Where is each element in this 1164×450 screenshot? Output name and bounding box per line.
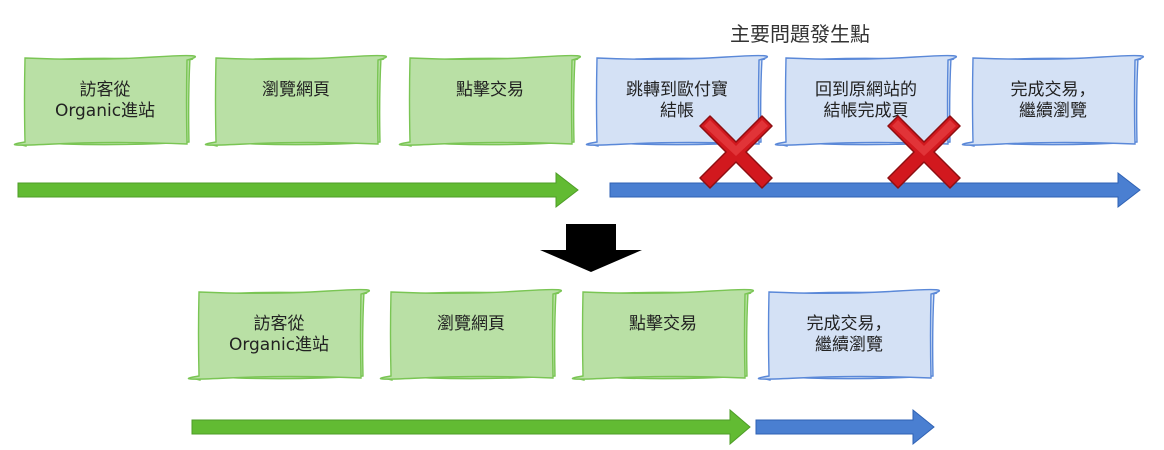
step-label-line: Organic進站 [228, 335, 330, 355]
top-flow-step-2: 點擊交易 [398, 54, 582, 147]
step-label-line: 跳轉到歐付寶 [626, 80, 728, 100]
step-label-line: 結帳完成頁 [823, 101, 909, 121]
sketch-box-shape [774, 54, 958, 147]
sketch-box-shape [398, 54, 582, 147]
sketch-box-shape [961, 54, 1145, 147]
top-flow-step-3: 跳轉到歐付寶結帳 [585, 54, 769, 147]
step-label-line: 繼續瀏覽 [1019, 101, 1087, 121]
top-green-arrow [17, 171, 579, 209]
step-label-line: 繼續瀏覽 [815, 335, 883, 355]
step-label: 瀏覽網頁 [390, 314, 552, 335]
step-label-line: 瀏覽網頁 [262, 80, 330, 100]
down-arrow-icon [540, 224, 642, 272]
step-label: 完成交易，繼續瀏覽 [768, 314, 930, 356]
step-label-line: 完成交易， [1010, 80, 1096, 100]
step-label: 點擊交易 [582, 314, 744, 335]
bottom-flow-step-3: 完成交易，繼續瀏覽 [757, 288, 941, 381]
step-label-line: 結帳 [660, 101, 694, 121]
bottom-flow-step-1: 瀏覽網頁 [379, 288, 563, 381]
step-label: 回到原網站的結帳完成頁 [785, 80, 947, 122]
sketch-box-shape [571, 288, 755, 381]
problem-point-title: 主要問題發生點 [730, 22, 870, 46]
top-flow-step-5: 完成交易，繼續瀏覽 [961, 54, 1145, 147]
top-flow-step-4: 回到原網站的結帳完成頁 [774, 54, 958, 147]
cross-icon [887, 115, 961, 189]
step-label-line: 完成交易， [806, 314, 892, 334]
sketch-box-shape [757, 288, 941, 381]
step-label: 瀏覽網頁 [215, 80, 377, 101]
sketch-box-shape [13, 54, 197, 147]
cross-icon [699, 115, 773, 189]
step-label-line: 訪客從 [79, 80, 131, 100]
step-label: 跳轉到歐付寶結帳 [596, 80, 758, 122]
step-label-line: 點擊交易 [456, 80, 524, 100]
sketch-box-shape [379, 288, 563, 381]
step-label-line: 瀏覽網頁 [437, 314, 505, 334]
top-blue-arrow [609, 171, 1141, 209]
step-label-line: 訪客從 [253, 314, 305, 334]
bottom-flow-step-2: 點擊交易 [571, 288, 755, 381]
sketch-box-shape [585, 54, 769, 147]
bottom-blue-arrow [755, 408, 935, 446]
bottom-green-arrow [191, 408, 751, 446]
top-flow-step-1: 瀏覽網頁 [204, 54, 388, 147]
step-label-line: 點擊交易 [629, 314, 697, 334]
step-label-line: 回到原網站的 [815, 80, 917, 100]
step-label: 完成交易，繼續瀏覽 [972, 80, 1134, 122]
step-label: 點擊交易 [409, 80, 571, 101]
step-label-line: Organic進站 [54, 101, 156, 121]
sketch-box-shape [187, 288, 371, 381]
sketch-box-shape [204, 54, 388, 147]
